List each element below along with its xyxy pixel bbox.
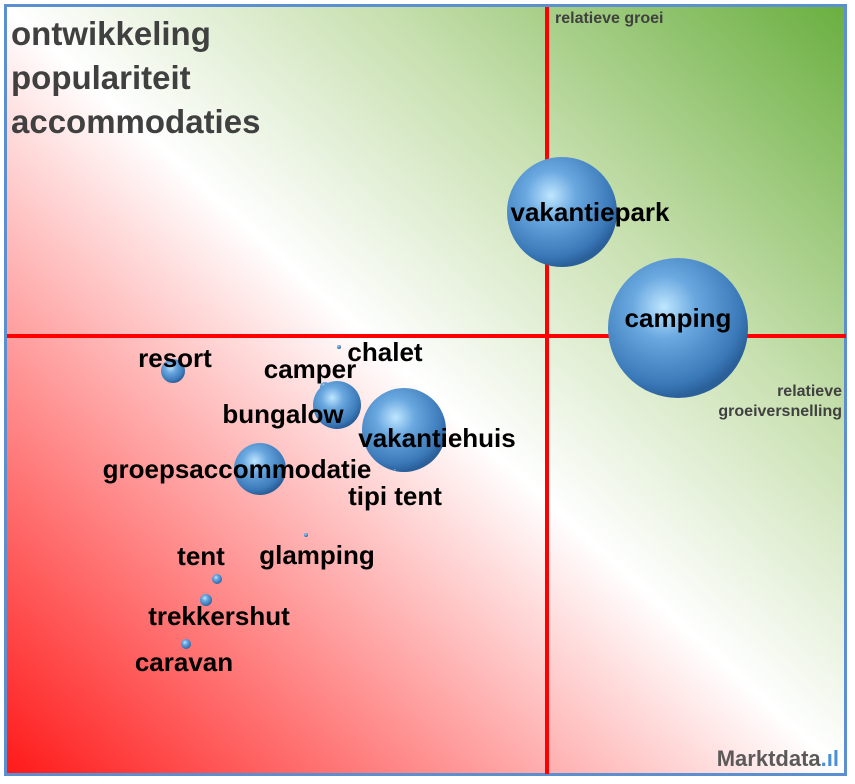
bubble-tent	[212, 574, 222, 584]
bubble-label: trekkershut	[148, 601, 290, 631]
bubble-vakantiepark	[507, 157, 617, 267]
x-axis-label: relatieve groeiversnelling	[718, 382, 842, 422]
bubble-label: groepsaccommodatie	[103, 454, 372, 484]
title-line: ontwikkeling	[11, 15, 211, 52]
title-line: accommodaties	[11, 103, 261, 140]
bubble-groepsaccommodatie	[234, 443, 286, 495]
bubble-label: resort	[138, 343, 212, 373]
bubble-label: caravan	[135, 647, 233, 677]
chart-title: ontwikkeling populariteit accommodaties	[11, 12, 260, 144]
bubble-label: chalet	[347, 337, 422, 367]
bubble-resort	[161, 359, 185, 383]
bubble-glamping	[304, 533, 308, 537]
x-axis-label-line: relatieve	[777, 383, 842, 400]
x-axis-label-line: groeiversnelling	[718, 403, 842, 420]
bubble-trekkershut	[200, 594, 212, 606]
bubble-label: glamping	[259, 540, 375, 570]
bubble-vakantiehuis	[362, 388, 446, 472]
logo-bars-icon: .ıl	[820, 746, 839, 771]
bubble-tipi-tent	[394, 469, 396, 471]
bubble-label: tipi tent	[348, 481, 442, 511]
bubble-chalet	[337, 345, 341, 349]
bubble-label: vakantiepark	[511, 197, 671, 227]
bubble-label: bungalow	[222, 399, 344, 429]
marktdata-logo: Marktdata.ıl	[717, 746, 839, 772]
bubble-caravan	[181, 639, 191, 649]
bubble-label: camping	[625, 303, 732, 333]
bubble-label: vakantiehuis	[358, 423, 516, 453]
bubble-label: camper	[264, 354, 357, 384]
bubble-bungalow	[313, 381, 361, 429]
bubble-label: tent	[177, 541, 225, 571]
logo-text: Marktdata	[716, 746, 821, 771]
bubble-camping	[608, 258, 748, 398]
title-line: populariteit	[11, 59, 191, 96]
y-axis-label: relatieve groei	[555, 10, 664, 27]
